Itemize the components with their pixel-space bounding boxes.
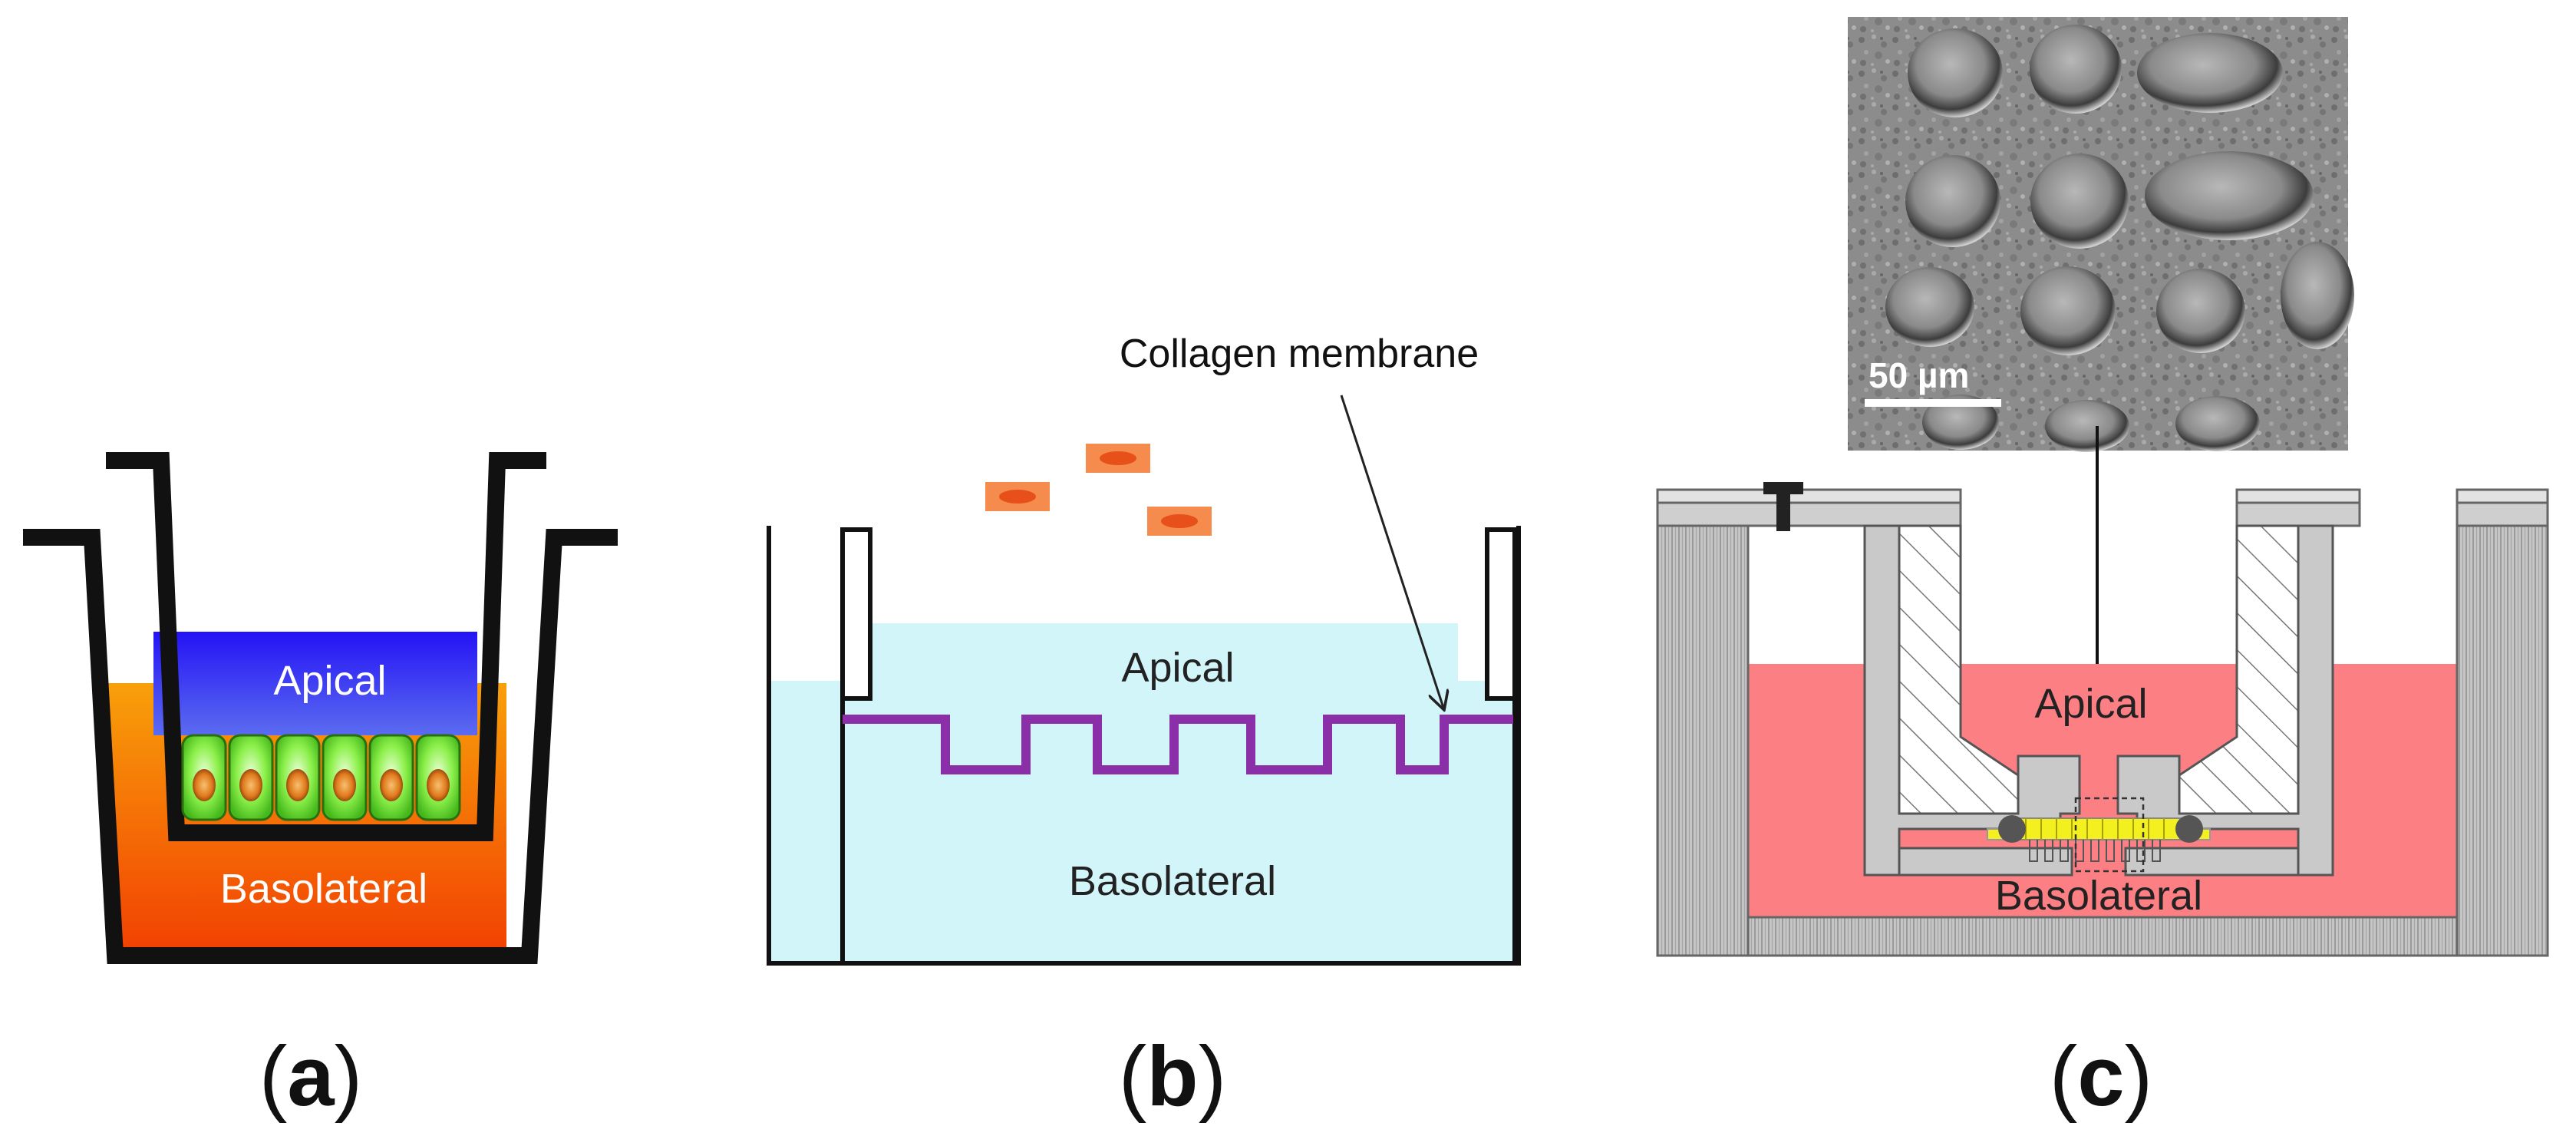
apical-label-a: Apical [273,658,386,704]
lid-left [1656,501,1962,527]
epithelial-cell [275,734,321,821]
collagen-membrane-label: Collagen membrane [1120,332,1479,376]
o-ring-left [1998,815,2026,843]
apical-medium-b [843,623,1458,700]
membrane-comb [2029,840,2161,862]
basolateral-label-c: Basolateral [1995,873,2202,919]
epithelial-cell [368,734,414,821]
seeded-cell [985,482,1050,511]
seeded-cell [1086,444,1150,473]
micrograph: 50 µm [1848,17,2354,452]
lid-far-right [2456,501,2549,527]
panel-b: Collagen membrane Apical Basolateral (b) [767,332,1521,1124]
seeded-cell [1147,507,1212,536]
panel-c-caption: (c) [2050,1029,2152,1124]
lid-right [2235,501,2361,527]
epithelial-cell [228,734,274,821]
screw-shaft [1776,494,1790,531]
panel-b-caption: (b) [1119,1029,1226,1124]
insert-wall-right [1485,527,1517,701]
housing-left [1656,524,1750,957]
transwell-insert [106,452,546,841]
apical-label-c: Apical [2034,681,2147,727]
outer-well-wall [23,529,618,964]
bottom-plate-right [2124,847,2300,877]
epithelial-cell [322,734,368,821]
outer-well-wall-b [767,526,1521,966]
epithelial-cell [415,734,461,821]
o-ring-right [2175,815,2203,843]
panel-a: Apical Basolateral (a) [23,452,618,1124]
insert-wall-left [840,527,872,701]
apical-medium [153,632,477,735]
lid-left-top [1656,488,1962,504]
membrane-pillars [2014,817,2184,840]
scale-bar-label: 50 µm [1869,355,1969,395]
basolateral-label-a: Basolateral [220,866,427,912]
membrane-callout-arrow [1340,395,1444,710]
panel-a-caption: (a) [259,1029,362,1124]
zoom-box [2074,797,2145,873]
lid-right-top [2235,488,2361,504]
housing-bottom [1746,916,2459,957]
basolateral-label-b: Basolateral [1069,858,1276,904]
lid-far-right-top [2456,488,2549,504]
micrograph-cells [1885,25,2354,452]
housing-right [2456,524,2549,957]
outer-medium [769,681,1519,963]
screw-head [1763,482,1803,494]
bottom-plate-left [1898,847,2073,877]
panel-c: 50 µm [1656,17,2549,1124]
epithelial-cell [181,734,227,821]
scale-bar [1865,399,2001,407]
collagen-membrane [843,715,1513,774]
apical-label-b: Apical [1121,645,1234,691]
cell-monolayer [181,734,461,821]
